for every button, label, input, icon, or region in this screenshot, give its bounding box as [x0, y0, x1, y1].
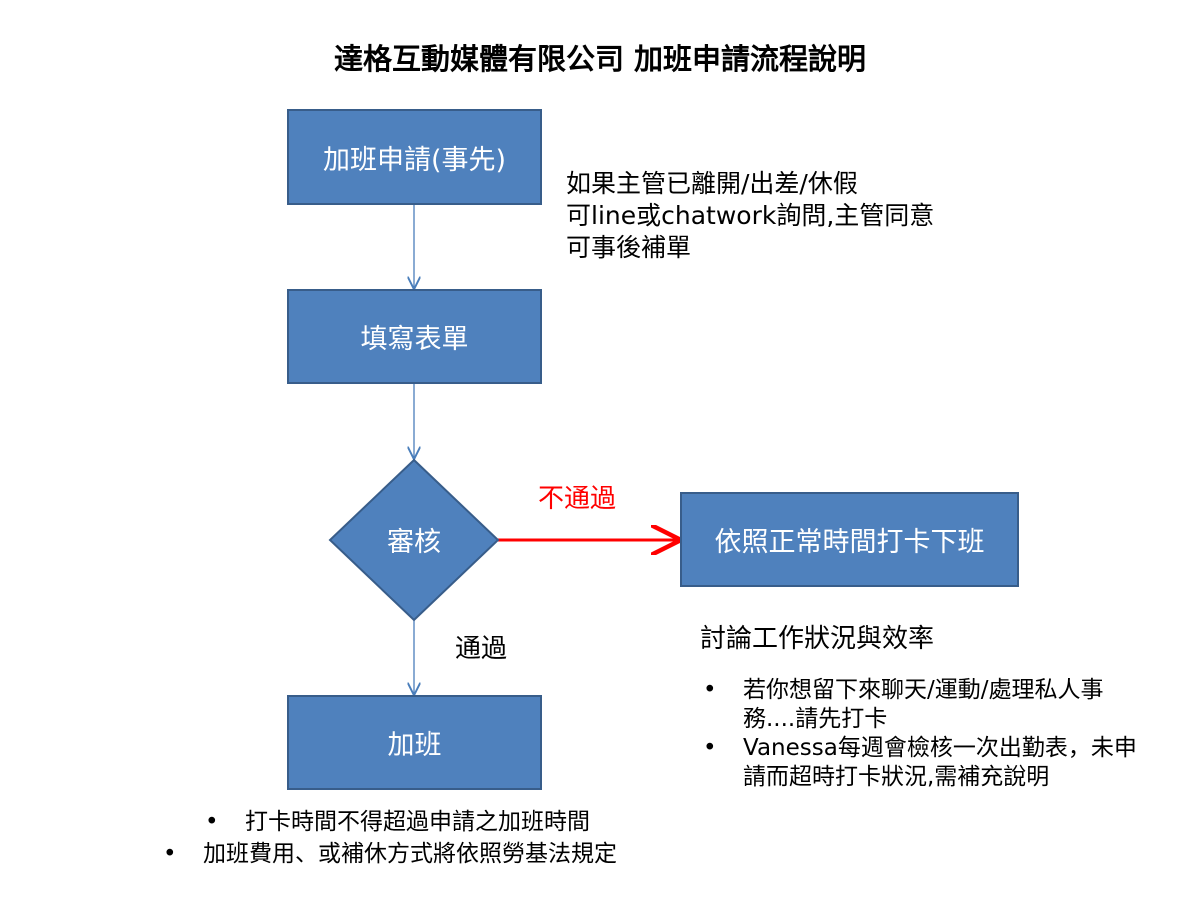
node-apply: 加班申請(事先)	[287, 109, 542, 205]
node-review: 審核	[387, 527, 441, 558]
node-fill-form: 填寫表單	[287, 289, 542, 384]
review-diamond	[328, 458, 500, 622]
discuss-list: 若你想留下來聊天/運動/處理私人事務....請先打卡 Vanessa每週會檢核一…	[703, 676, 1153, 792]
node-overtime: 加班	[287, 695, 542, 790]
list-item: 打卡時間不得超過申請之加班時間	[205, 808, 590, 837]
note-exception: 如果主管已離開/出差/休假 可line或chatwork詢問,主管同意 可事後補…	[566, 168, 934, 264]
note-line: 如果主管已離開/出差/休假	[566, 169, 858, 198]
discuss-heading: 討論工作狀況與效率	[700, 624, 935, 654]
list-item: Vanessa每週會檢核一次出勤表，未申請而超時打卡狀況,需補充說明	[703, 734, 1153, 792]
list-item: 若你想留下來聊天/運動/處理私人事務....請先打卡	[703, 676, 1153, 734]
edge-label-reject: 不通過	[538, 484, 617, 514]
bottom-list: 打卡時間不得超過申請之加班時間	[205, 808, 590, 837]
note-line: 可line或chatwork詢問,主管同意	[566, 201, 935, 230]
list-item: 加班費用、或補休方式將依照勞基法規定	[163, 840, 617, 869]
edge-label-pass: 通過	[455, 634, 508, 664]
note-line: 可事後補單	[566, 233, 692, 262]
node-normal-clockout: 依照正常時間打卡下班	[680, 492, 1019, 587]
bottom-list-2: 加班費用、或補休方式將依照勞基法規定	[163, 840, 617, 869]
page-title: 達格互動媒體有限公司 加班申請流程說明	[333, 42, 867, 76]
